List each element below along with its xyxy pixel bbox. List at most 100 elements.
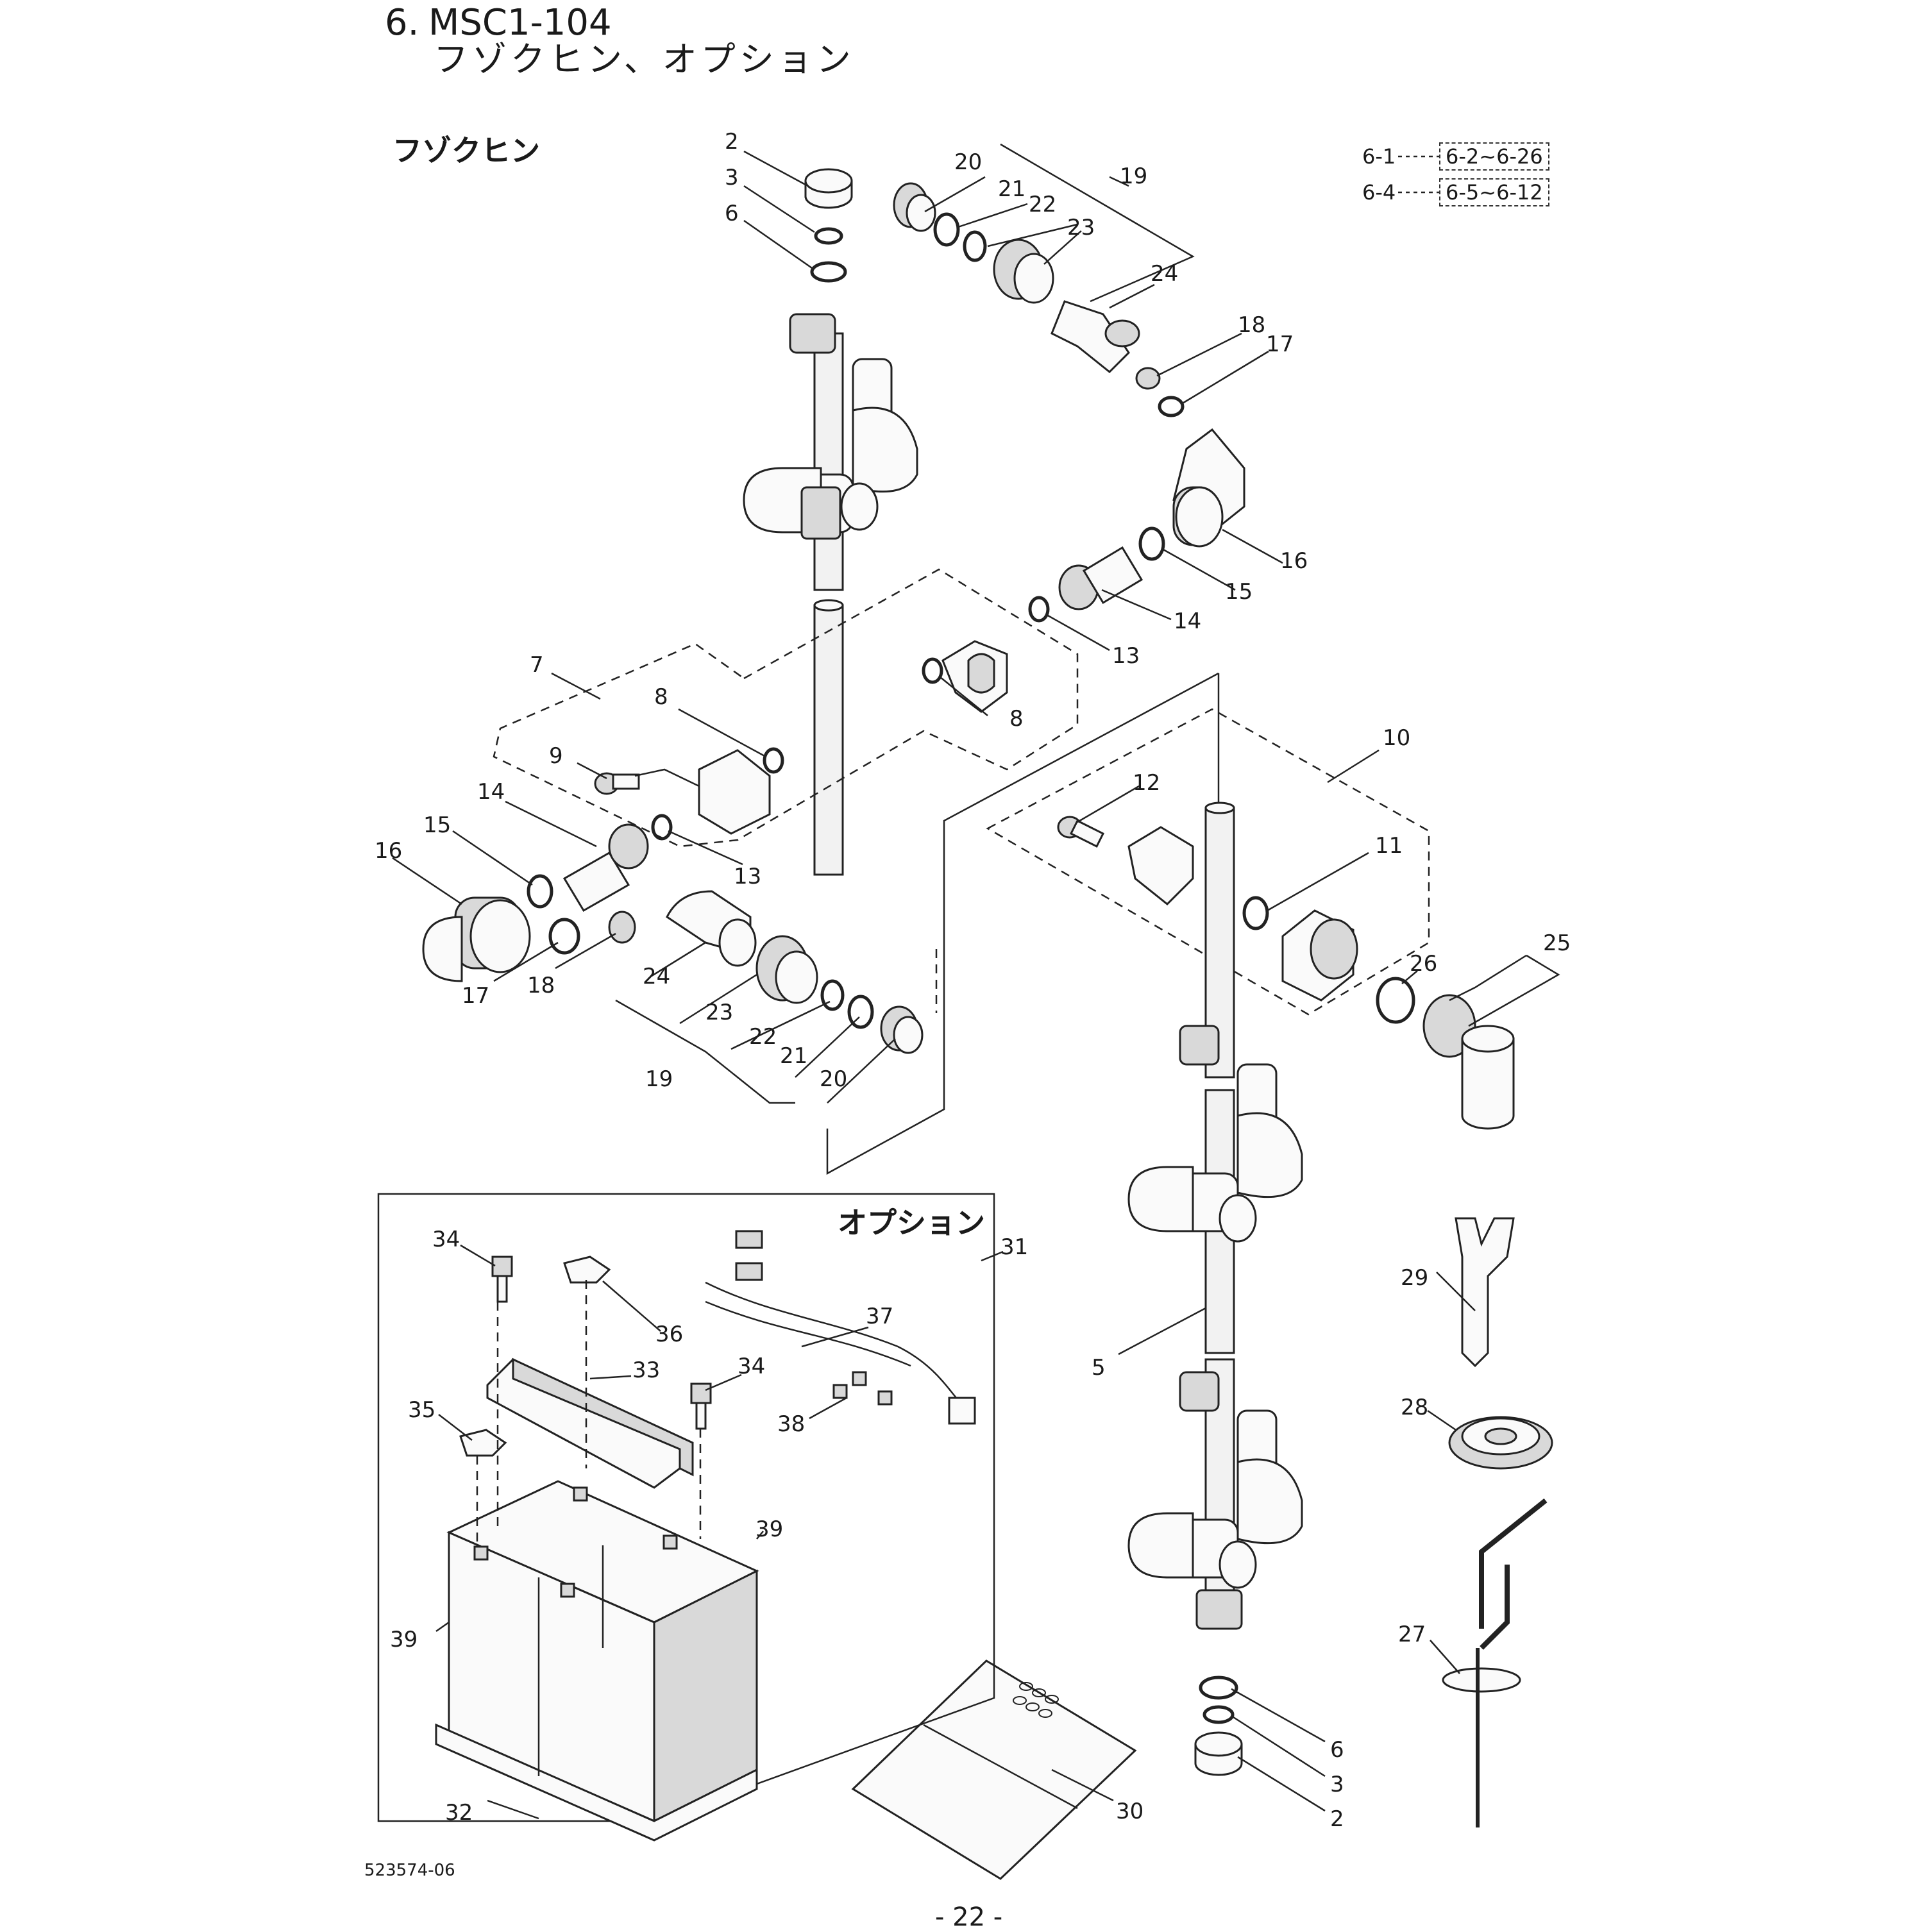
section-options-title: オプション (838, 1205, 985, 1240)
end-cap-part-25 (1422, 994, 1515, 1130)
assembly-10-outline (986, 708, 1430, 1016)
label-14: 14 (477, 779, 505, 805)
leader-lines (392, 143, 1560, 1820)
oring-part-13a (1028, 596, 1050, 623)
strainer-part-17a (1158, 396, 1185, 417)
label-33: 33 (632, 1357, 660, 1383)
harness-part-37 (705, 1230, 976, 1425)
label-14: 14 (1174, 609, 1201, 634)
options-frame (377, 1193, 995, 1822)
label-13: 13 (734, 864, 761, 889)
nozzle-body-mid (1127, 1025, 1303, 1243)
connector-part-38 (832, 1371, 893, 1406)
label-32: 32 (445, 1800, 473, 1826)
label-20: 20 (954, 149, 982, 175)
clamp-part-10 (1127, 826, 1194, 906)
oring-part-15a (1138, 526, 1165, 561)
label-15: 15 (423, 812, 451, 838)
wing-nut-part-35 (459, 1429, 507, 1457)
label-10: 10 (1383, 725, 1410, 751)
packing-part-21b (847, 995, 874, 1029)
nozzle-body-lower (1127, 1371, 1303, 1630)
label-23: 23 (705, 1000, 733, 1025)
adapter-part-14a (1058, 546, 1143, 610)
clamp-upper-part (941, 640, 1008, 713)
bolt-part-34a (491, 1256, 513, 1303)
oring-part-22a (963, 230, 987, 262)
union-nut-part-20a (893, 182, 936, 232)
label-20: 20 (820, 1066, 847, 1092)
label-21: 21 (780, 1043, 807, 1069)
label-8: 8 (654, 684, 668, 710)
nozzle-body-upper (743, 313, 918, 540)
washer-part-3b (1202, 1705, 1235, 1724)
oring-part-8a (922, 657, 943, 684)
label-24: 24 (1151, 261, 1178, 287)
wing-nut-part-36 (563, 1256, 611, 1284)
screw-part-12 (1057, 816, 1105, 848)
label-16: 16 (1280, 548, 1308, 574)
label-7: 7 (530, 652, 544, 678)
washer-part-3 (814, 227, 843, 245)
washer-part-6 (810, 261, 847, 283)
section-accessories-title: フゾクヒン (392, 133, 540, 168)
nozzle-part-16b (422, 896, 531, 982)
oring-part-11 (1242, 896, 1269, 930)
battery-part-32 (435, 1480, 759, 1842)
label-28: 28 (1401, 1395, 1428, 1420)
label-19: 19 (645, 1066, 673, 1092)
elbow-part-24a (1051, 300, 1140, 374)
label-29: 29 (1401, 1265, 1428, 1291)
cross-ref-to: 6-2~6-26 (1439, 142, 1549, 171)
label-23: 23 (1067, 215, 1095, 240)
label-8: 8 (1009, 706, 1024, 732)
title-subtitle: フゾクヒン、オプション (434, 39, 855, 80)
nut-part-23b (755, 935, 818, 1004)
label-9: 9 (549, 743, 563, 769)
screw-part-9 (594, 772, 640, 795)
label-24: 24 (643, 964, 670, 989)
title-model: MSC1-104 (428, 2, 612, 44)
label-37: 37 (866, 1304, 893, 1329)
pipe-connection-lines (826, 672, 1220, 1175)
label-6: 6 (1330, 1737, 1344, 1763)
terminal-bolts (473, 1486, 678, 1598)
label-27: 27 (1398, 1622, 1426, 1647)
label-31: 31 (1000, 1234, 1028, 1260)
label-39: 39 (755, 1516, 783, 1542)
cross-ref-to: 6-5~6-12 (1439, 178, 1549, 206)
label-2: 2 (725, 129, 739, 155)
nozzle-part-16a (1172, 428, 1245, 548)
label-34: 34 (738, 1354, 765, 1379)
label-18: 18 (1238, 312, 1265, 338)
strainer-part-18b (608, 911, 636, 944)
packing-part-21a (933, 212, 960, 247)
adapter-part-14b (562, 823, 649, 912)
label-38: 38 (777, 1411, 805, 1437)
strainer-part-18a (1135, 367, 1161, 390)
vertical-pipe-upper (813, 332, 844, 876)
label-3: 3 (1330, 1772, 1344, 1797)
clamp-lower-part (698, 749, 771, 835)
bolt-part-34b (690, 1382, 712, 1430)
label-39: 39 (390, 1627, 418, 1652)
wrench-part-29 (1455, 1217, 1515, 1368)
elbow-part-11 (1281, 909, 1358, 1002)
label-16: 16 (375, 838, 402, 864)
strainer-part-17b (548, 918, 580, 955)
strainer-part-28 (1448, 1416, 1553, 1470)
label-30: 30 (1116, 1799, 1143, 1824)
washer-part-6b (1199, 1676, 1238, 1700)
label-17: 17 (1266, 332, 1294, 357)
label-11: 11 (1375, 833, 1403, 859)
label-22: 22 (1029, 192, 1056, 217)
gauge-rod-part-27 (1442, 1498, 1548, 1827)
label-6: 6 (725, 201, 739, 226)
oring-part-13b (651, 814, 673, 841)
label-26: 26 (1410, 951, 1437, 977)
washer-part-26 (1376, 977, 1415, 1024)
label-25: 25 (1543, 930, 1571, 956)
oring-part-8b (763, 747, 784, 774)
label-5: 5 (1092, 1355, 1106, 1381)
